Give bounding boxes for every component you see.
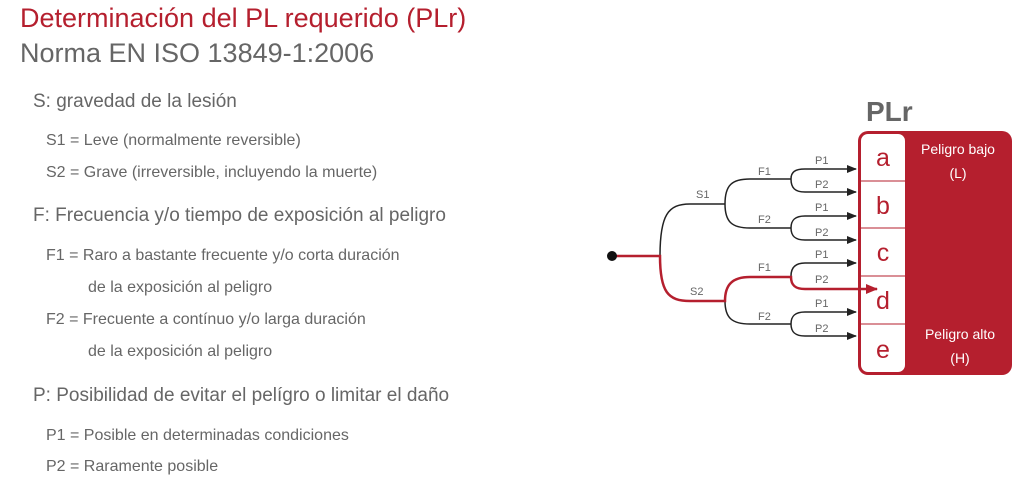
start-node bbox=[607, 251, 617, 261]
black-branches bbox=[659, 165, 857, 340]
f2-item: F2 = Frecuente a contínuo y/o larga dura… bbox=[46, 311, 366, 328]
p1-label: P1 bbox=[815, 249, 828, 261]
s2-item: S2 = Grave (irreversible, incluyendo la … bbox=[46, 164, 378, 181]
f1-label-lower: F1 bbox=[758, 262, 771, 274]
f1-item: F1 = Raro a bastante frecuente y/o corta… bbox=[46, 247, 400, 264]
high-risk-code: (H) bbox=[950, 350, 969, 366]
level-c: c bbox=[877, 239, 890, 267]
high-risk-label: Peligro alto bbox=[925, 326, 995, 342]
level-column bbox=[861, 134, 905, 372]
p1-label: P1 bbox=[815, 202, 828, 214]
level-dividers bbox=[861, 180, 905, 325]
section-f-heading: F: Frecuencia y/o tiempo de exposición a… bbox=[33, 205, 446, 226]
level-b: b bbox=[876, 192, 890, 220]
level-d: d bbox=[876, 287, 890, 315]
p2-label: P2 bbox=[815, 227, 828, 239]
p1-item: P1 = Posible en determinadas condiciones bbox=[46, 427, 349, 444]
level-e: e bbox=[876, 336, 890, 364]
p2-label: P2 bbox=[815, 323, 828, 335]
low-risk-label: Peligro bajo bbox=[921, 141, 995, 157]
selected-path bbox=[612, 254, 878, 303]
s1-label: S1 bbox=[696, 189, 709, 201]
p2-label: P2 bbox=[815, 179, 828, 191]
f1-label-upper: F1 bbox=[758, 166, 771, 178]
s2-label: S2 bbox=[690, 286, 703, 298]
p1-label: P1 bbox=[815, 155, 828, 167]
f2-label-upper: F2 bbox=[758, 214, 771, 226]
s1-item: S1 = Leve (normalmente reversible) bbox=[46, 132, 301, 149]
p1-label: P1 bbox=[815, 298, 828, 310]
p2-item: P2 = Raramente posible bbox=[46, 458, 219, 475]
plr-heading: PLr bbox=[866, 96, 913, 127]
p2-label: P2 bbox=[815, 274, 828, 286]
section-p-heading: P: Posibilidad de evitar el pelígro o li… bbox=[33, 385, 450, 406]
section-s-heading: S: gravedad de la lesión bbox=[33, 91, 237, 112]
low-risk-code: (L) bbox=[949, 165, 966, 181]
f2-item-cont: de la exposición al peligro bbox=[88, 343, 273, 360]
page-subtitle: Norma EN ISO 13849-1:2006 bbox=[20, 38, 375, 68]
level-a: a bbox=[876, 144, 890, 172]
f1-item-cont: de la exposición al peligro bbox=[88, 279, 273, 296]
page-title: Determinación del PL requerido (PLr) bbox=[20, 3, 467, 33]
f2-label-lower: F2 bbox=[758, 311, 771, 323]
